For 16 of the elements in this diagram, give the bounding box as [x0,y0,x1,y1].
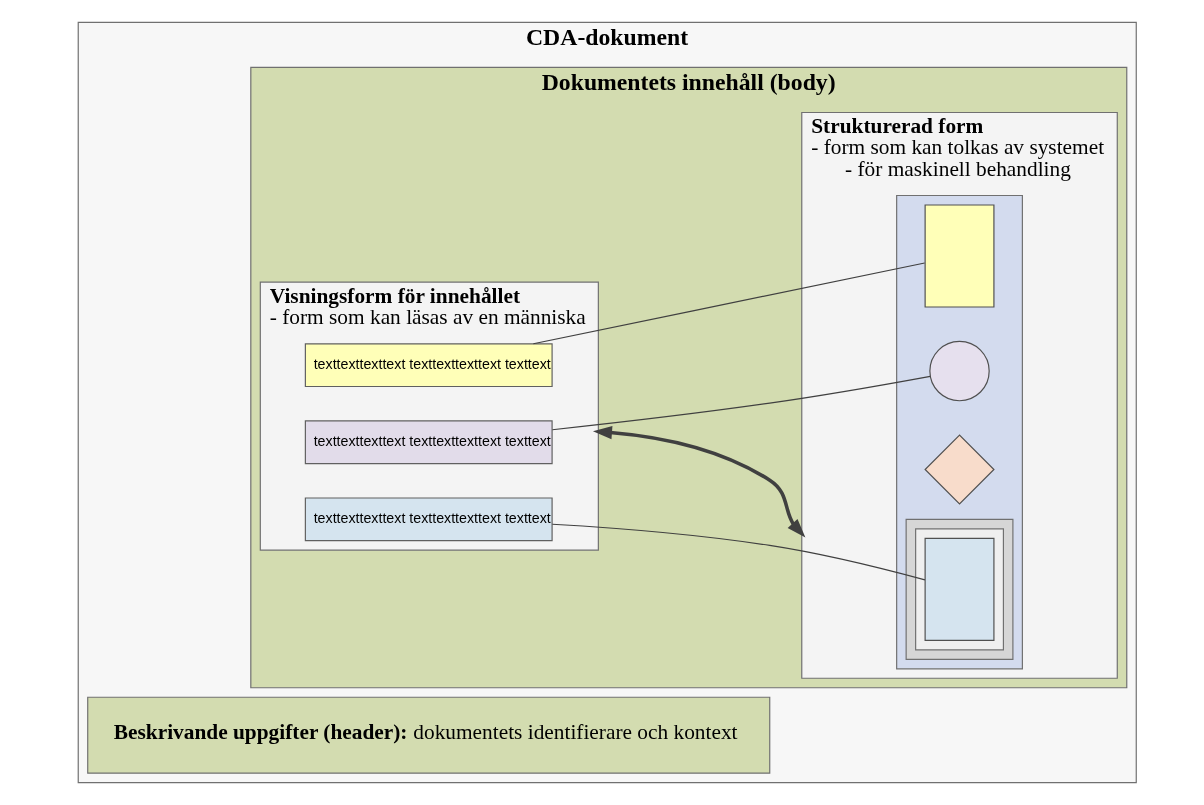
connector [551,523,925,581]
node-box [924,537,994,641]
node-diamond [923,434,995,505]
node-box: texttexttexttext texttexttexttext texttext [304,343,553,388]
cluster [914,528,1004,651]
node-box: Beskrivande uppgifter (header): dokumentets identifierare och kontext [86,696,770,774]
node-box: texttexttexttext texttexttexttext texttext [304,497,553,542]
cluster: Strukturerad form - form som kan tolkas av systemet - för maskinell behandling [800,111,1118,679]
node-box [924,204,994,308]
node-circle [928,340,990,402]
node-box: texttexttexttext texttexttexttext texttext [304,420,553,465]
connector [551,375,931,431]
cluster [895,194,1023,670]
cluster [905,518,1013,660]
arrow [592,425,805,538]
connector [532,262,925,345]
